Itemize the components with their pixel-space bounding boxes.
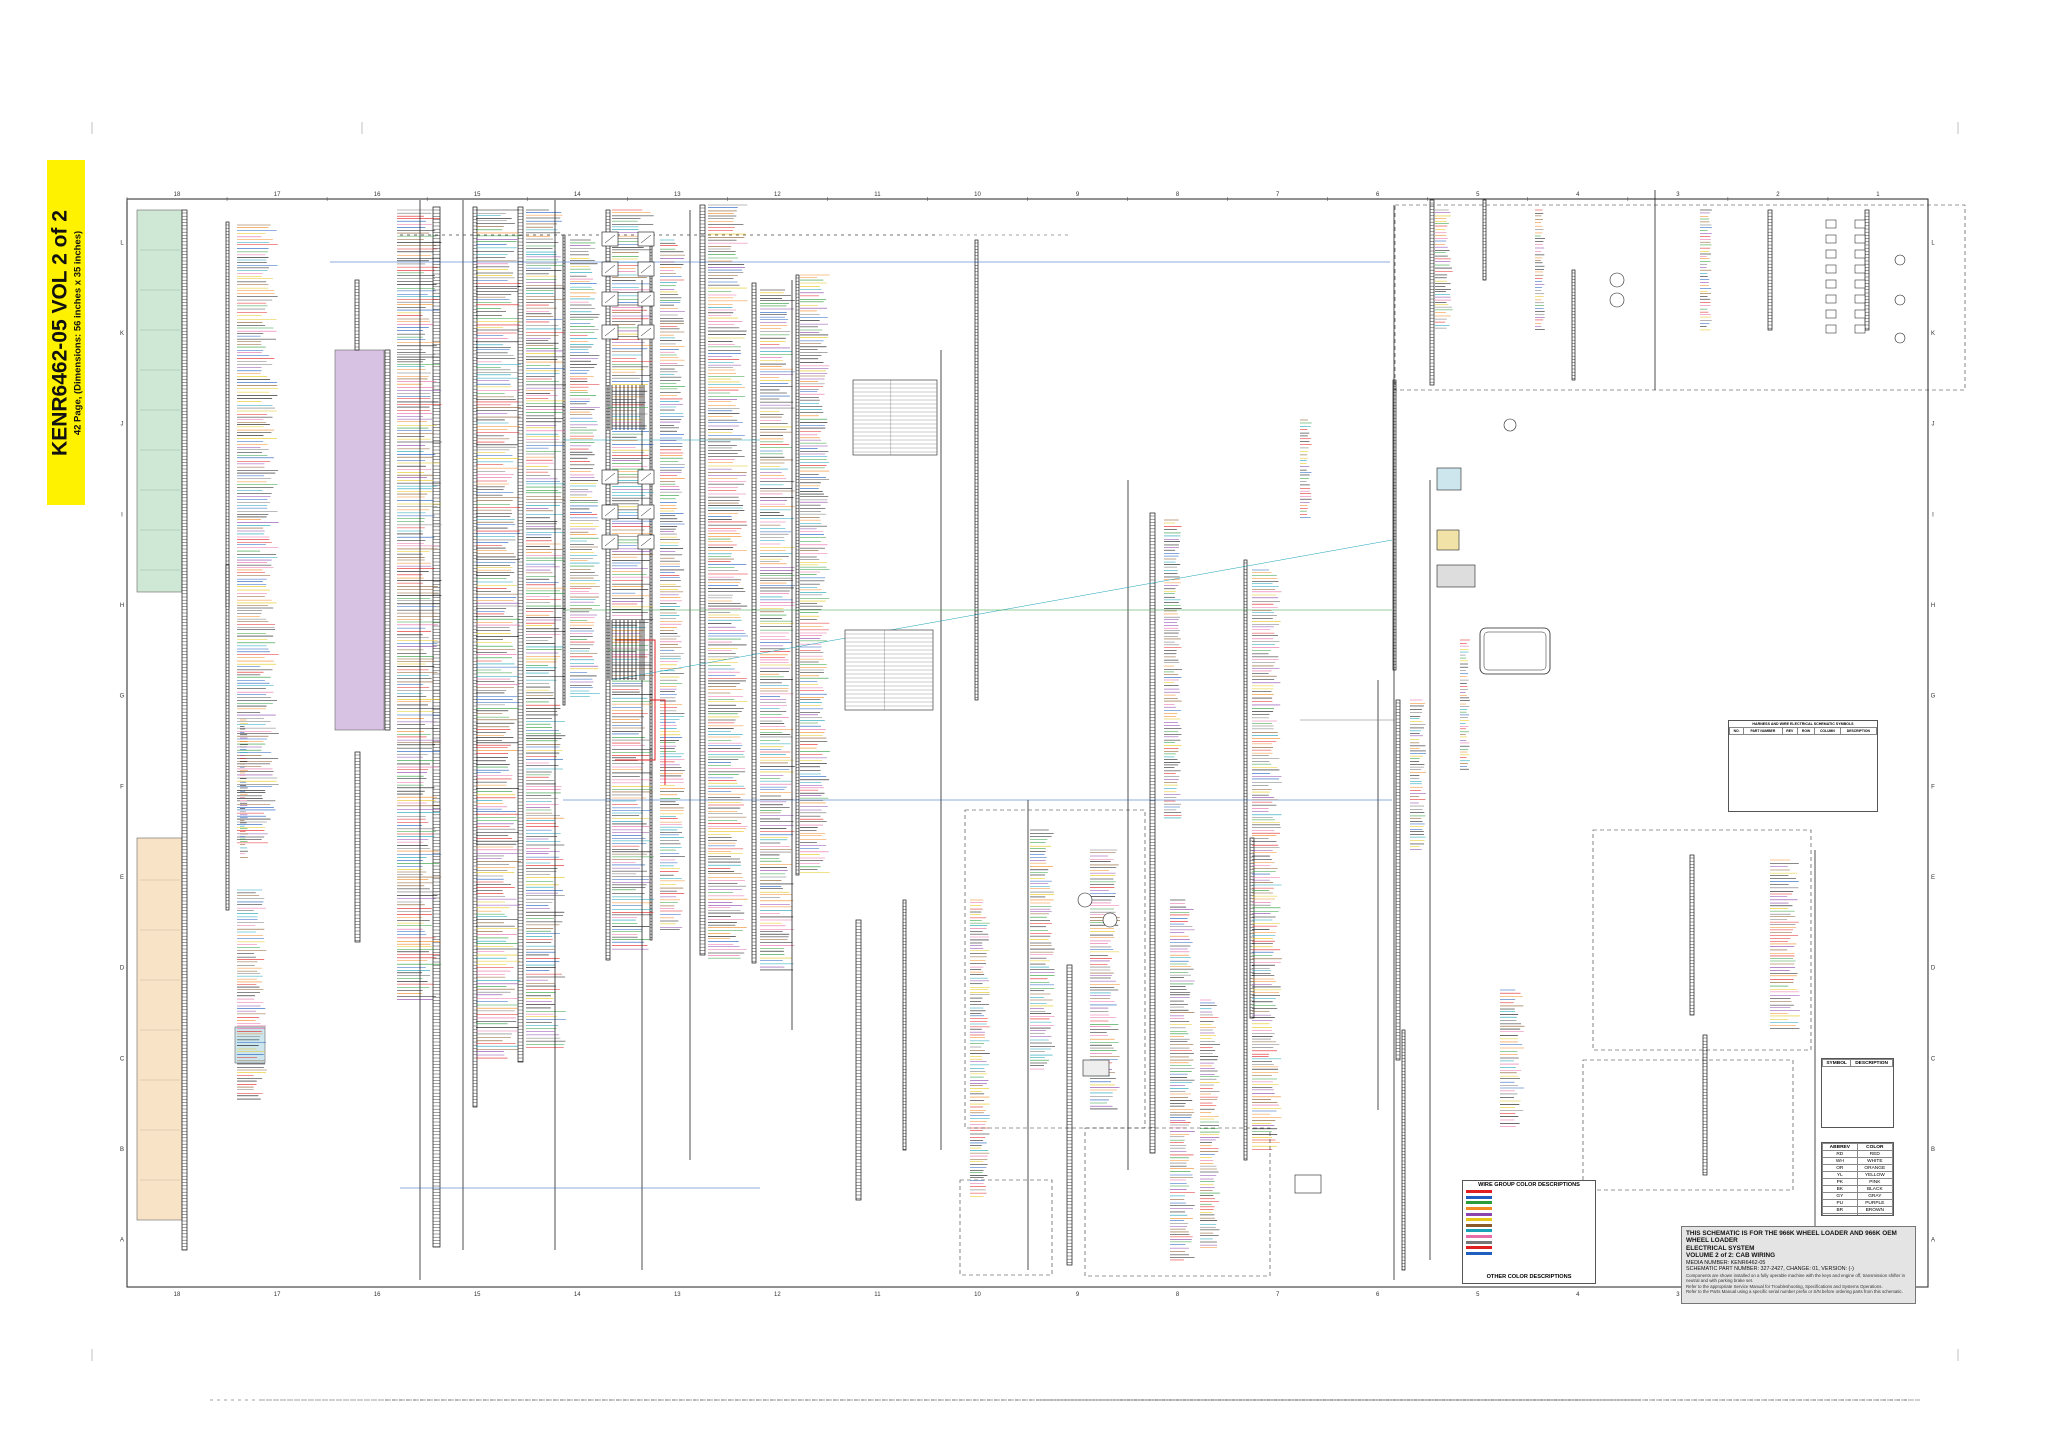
connector-block xyxy=(1402,1030,1405,1270)
connector-block xyxy=(182,210,187,1250)
connector-block xyxy=(700,205,705,955)
row-label-left: L xyxy=(120,240,124,246)
row-label-right: B xyxy=(1931,1147,1935,1153)
row-label-left: B xyxy=(120,1147,124,1153)
row-label-left: K xyxy=(120,331,124,337)
connector-block xyxy=(1572,270,1575,380)
column-label-bottom: 5 xyxy=(1476,1292,1480,1298)
row-label-left: C xyxy=(120,1056,125,1062)
column-label-bottom: 4 xyxy=(1576,1292,1580,1298)
row-label-right: D xyxy=(1931,966,1936,972)
row-label-right: L xyxy=(1931,240,1935,246)
column-label-top: 11 xyxy=(874,192,881,198)
column-label-bottom: 10 xyxy=(974,1292,981,1298)
panel-purple xyxy=(335,350,384,730)
column-label-bottom: 7 xyxy=(1276,1292,1280,1298)
connector-block xyxy=(1483,200,1486,280)
column-label-bottom: 3 xyxy=(1676,1292,1680,1298)
connector-block xyxy=(606,210,610,960)
row-label-right: F xyxy=(1931,784,1935,790)
row-label-right: C xyxy=(1931,1056,1936,1062)
row-label-right: K xyxy=(1931,331,1935,337)
panel-green xyxy=(137,210,182,592)
column-label-top: 4 xyxy=(1576,192,1580,198)
column-label-top: 3 xyxy=(1676,192,1680,198)
column-label-top: 14 xyxy=(574,192,581,198)
column-label-top: 1 xyxy=(1876,192,1880,198)
column-label-bottom: 12 xyxy=(774,1292,781,1298)
column-label-top: 6 xyxy=(1376,192,1380,198)
row-label-left: J xyxy=(121,422,124,428)
column-label-bottom: 15 xyxy=(474,1292,481,1298)
row-label-left: I xyxy=(121,512,123,518)
column-label-bottom: 16 xyxy=(374,1292,381,1298)
row-label-right: J xyxy=(1932,422,1935,428)
column-label-bottom: 17 xyxy=(274,1292,281,1298)
column-label-top: 15 xyxy=(474,192,481,198)
connector-block xyxy=(1250,838,1254,1018)
row-label-left: A xyxy=(120,1238,124,1244)
row-label-right: E xyxy=(1931,875,1935,881)
column-label-bottom: 9 xyxy=(1076,1292,1080,1298)
row-label-right: I xyxy=(1932,512,1934,518)
row-label-left: D xyxy=(120,966,125,972)
connector-block xyxy=(1244,560,1247,1160)
sheet-border xyxy=(127,199,1928,1287)
column-label-top: 5 xyxy=(1476,192,1480,198)
column-label-top: 2 xyxy=(1776,192,1780,198)
column-label-top: 8 xyxy=(1176,192,1180,198)
connector-block xyxy=(856,920,861,1200)
column-label-bottom: 14 xyxy=(574,1292,581,1298)
connector-block xyxy=(226,222,229,607)
connector-block xyxy=(518,207,523,1062)
row-label-left: E xyxy=(120,875,124,881)
connector-block xyxy=(1393,380,1396,670)
connector-block xyxy=(903,900,906,1150)
row-label-right: G xyxy=(1931,694,1936,700)
column-label-top: 13 xyxy=(674,192,681,198)
column-label-top: 17 xyxy=(274,192,281,198)
row-label-left: H xyxy=(120,603,124,609)
column-label-bottom: 18 xyxy=(174,1292,181,1298)
connector-block xyxy=(563,235,565,705)
column-label-top: 16 xyxy=(374,192,381,198)
column-label-bottom: 6 xyxy=(1376,1292,1380,1298)
column-label-bottom: 11 xyxy=(874,1292,881,1298)
column-label-top: 7 xyxy=(1276,192,1280,198)
row-label-right: A xyxy=(1931,1238,1935,1244)
panel-tan xyxy=(137,838,182,1220)
column-label-bottom: 13 xyxy=(674,1292,681,1298)
row-label-right: H xyxy=(1931,603,1935,609)
connector-block xyxy=(796,275,799,875)
column-label-bottom: 8 xyxy=(1176,1292,1180,1298)
column-label-top: 18 xyxy=(174,192,181,198)
column-label-top: 9 xyxy=(1076,192,1080,198)
connector-block xyxy=(433,207,440,1247)
column-label-top: 12 xyxy=(774,192,781,198)
column-label-top: 10 xyxy=(974,192,981,198)
row-label-left: G xyxy=(120,694,125,700)
row-label-left: F xyxy=(120,784,124,790)
